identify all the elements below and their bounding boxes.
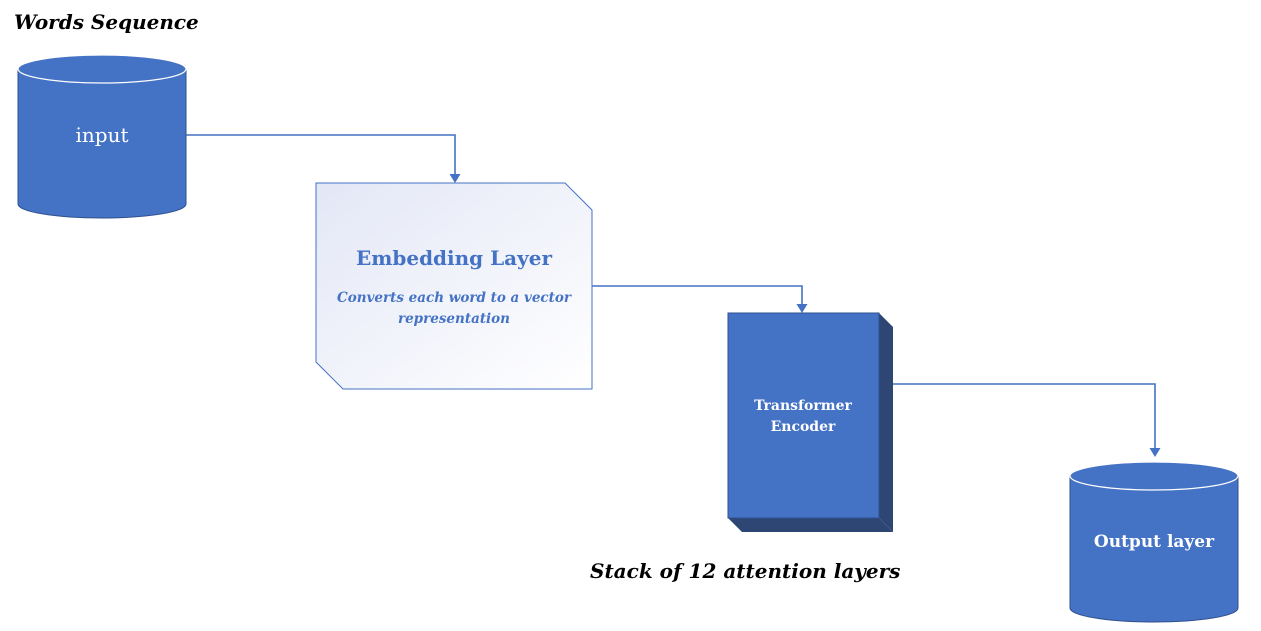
diagram-title: Words Sequence <box>14 10 199 34</box>
input-cylinder: input <box>17 54 187 219</box>
embedding-layer-title: Embedding Layer <box>356 246 553 270</box>
output-layer-cylinder: Output layer <box>1069 461 1239 623</box>
output-layer-label: Output layer <box>1094 532 1215 552</box>
embedding-layer-description-line-1: Converts each word to a vector <box>337 290 572 306</box>
transformer-encoder-label-line-2: Encoder <box>771 419 836 435</box>
embedding-layer-box: Embedding Layer Converts each word to a … <box>315 182 593 390</box>
connector-embedding-to-encoder <box>592 285 808 313</box>
transformer-encoder-box: Transformer Encoder <box>727 312 893 532</box>
connector-encoder-to-output <box>893 383 1161 457</box>
encoder-stack-caption: Stack of 12 attention layers <box>590 559 901 583</box>
transformer-encoder-label-line-1: Transformer <box>754 398 852 414</box>
embedding-layer-description-line-2: representation <box>398 311 510 327</box>
connector-input-to-embedding <box>186 134 461 183</box>
input-label: input <box>76 123 129 147</box>
